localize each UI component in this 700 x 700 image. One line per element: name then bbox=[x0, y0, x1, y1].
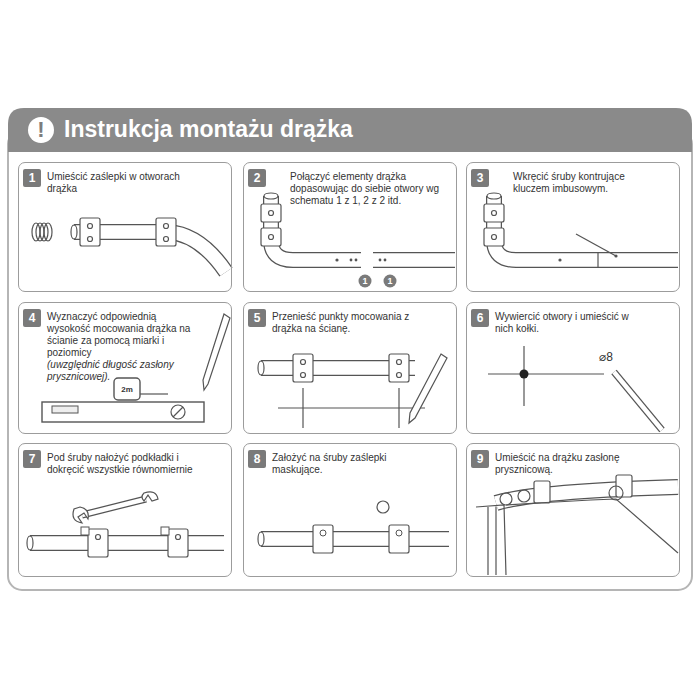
step-box: 8 Założyć na śruby zaślepki maskujące. bbox=[243, 443, 457, 577]
step-note: (uwzględnić długość zasłony prysznicowej… bbox=[47, 359, 197, 383]
step-box: 4 Wyznaczyć odpowiednią wysokość mocowani… bbox=[18, 302, 232, 434]
title-holder: Instrukcja montażu drążka bbox=[64, 114, 353, 144]
step-number: 8 bbox=[248, 450, 266, 468]
tape-marking: 2m bbox=[121, 385, 133, 394]
step-text: Wyznaczyć odpowiednią wysokość mocowania… bbox=[47, 311, 197, 359]
step-box: 2 Połączyć elementy drążka dopasowując do… bbox=[243, 162, 457, 292]
step-box: 9 Umieścić na drążku zasłonę prysznicową. bbox=[466, 443, 680, 577]
step-text: Umieścić na drążku zasłonę prysznicową. bbox=[495, 452, 645, 476]
step-box: 6 Wywiercić otwory i umieścić w nich kołk… bbox=[466, 302, 680, 434]
callout-number: 1 bbox=[359, 275, 372, 288]
step-number: 9 bbox=[471, 450, 489, 468]
step-text: Założyć na śruby zaślepki maskujące. bbox=[272, 452, 422, 476]
step-body: Założyć na śruby zaślepki maskujące. bbox=[272, 450, 422, 476]
step-number: 4 bbox=[23, 309, 41, 327]
step-body: Pod śruby nałożyć podkładki i dokręcić w… bbox=[47, 450, 197, 476]
step-number: 7 bbox=[23, 450, 41, 468]
page-title: Instrukcja montażu drążka bbox=[64, 114, 353, 144]
step-body: Wywiercić otwory i umieścić w nich kołki… bbox=[495, 309, 645, 335]
drill-diameter: ⌀8 bbox=[598, 350, 614, 364]
label-holder: 2m bbox=[121, 385, 133, 394]
step-box: 7 Pod śruby nałożyć podkładki i dokręcić … bbox=[18, 443, 232, 577]
step-body: Przenieść punkty mocowania z drążka na ś… bbox=[272, 309, 422, 335]
step-body: Wyznaczyć odpowiednią wysokość mocowania… bbox=[47, 309, 197, 383]
step-text: Połączyć elementy drążka dopasowując do … bbox=[290, 171, 440, 207]
label-holder: 1 bbox=[384, 275, 397, 288]
label-holder: ! bbox=[28, 117, 54, 143]
label-holder: ⌀8 bbox=[598, 350, 614, 364]
step-body: Umieścić zaślepki w otworach drążka bbox=[47, 169, 197, 195]
step-box: 1 Umieścić zaślepki w otworach drążka bbox=[18, 162, 232, 292]
callout-number: 1 bbox=[384, 275, 397, 288]
step-body: Połączyć elementy drążka dopasowując do … bbox=[290, 169, 440, 207]
step-number: 2 bbox=[248, 169, 266, 187]
step-text: Przenieść punkty mocowania z drążka na ś… bbox=[272, 311, 422, 335]
step-number: 6 bbox=[471, 309, 489, 327]
step-body: Wkręcić śruby kontrujące kluczem imbusow… bbox=[513, 169, 648, 195]
warning-icon: ! bbox=[28, 117, 54, 143]
step-number: 5 bbox=[248, 309, 266, 327]
step-text: Umieścić zaślepki w otworach drążka bbox=[47, 171, 197, 195]
step-box: 5 Przenieść punkty mocowania z drążka na … bbox=[243, 302, 457, 434]
step-number: 1 bbox=[23, 169, 41, 187]
step-text: Wkręcić śruby kontrujące kluczem imbusow… bbox=[513, 171, 648, 195]
step-body: Umieścić na drążku zasłonę prysznicową. bbox=[495, 450, 645, 476]
step-text: Wywiercić otwory i umieścić w nich kołki… bbox=[495, 311, 645, 335]
label-holder: 1 bbox=[359, 275, 372, 288]
step-number: 3 bbox=[471, 169, 489, 187]
step-box: 3 Wkręcić śruby kontrujące kluczem imbuso… bbox=[466, 162, 680, 292]
step-text: Pod śruby nałożyć podkładki i dokręcić w… bbox=[47, 452, 197, 476]
